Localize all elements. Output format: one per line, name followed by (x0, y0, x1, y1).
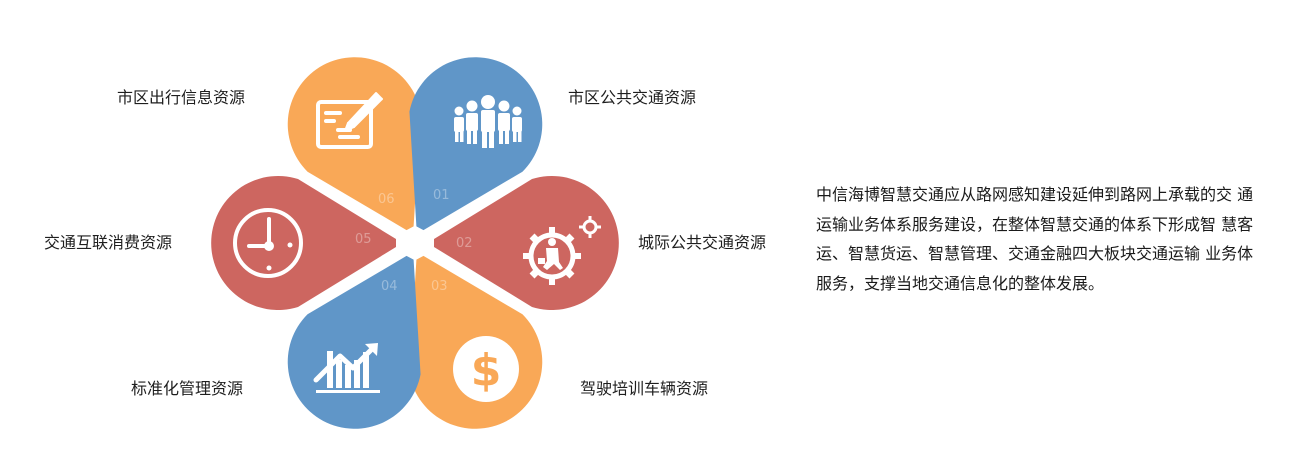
petal-number-02: 02 (456, 236, 473, 251)
petal-number-05: 05 (355, 232, 372, 247)
businessman-gear-icon (523, 216, 601, 285)
petal-number-04: 04 (381, 279, 398, 294)
document-pen-icon (316, 92, 383, 149)
label-04: 标准化管理资源 (131, 379, 244, 398)
label-03: 驾驶培训车辆资源 (580, 379, 709, 398)
dollar-coin-icon: $ (453, 336, 519, 402)
petal-number-03: 03 (431, 279, 448, 294)
label-01: 市区公共交通资源 (568, 88, 697, 107)
svg-text:$: $ (471, 345, 502, 396)
petal-number-06: 06 (378, 192, 395, 207)
growth-chart-icon (313, 343, 380, 393)
clock-icon (233, 208, 303, 278)
label-06: 市区出行信息资源 (117, 88, 246, 107)
label-02: 城际公共交通资源 (638, 233, 767, 252)
description-text: 中信海博智慧交通应从路网感知建设延伸到路网上承载的交 通运输业务体系服务建设，在… (816, 185, 1254, 293)
label-05: 交通互联消费资源 (44, 233, 173, 252)
people-group-icon (454, 95, 522, 148)
petal-number-01: 01 (433, 188, 450, 203)
